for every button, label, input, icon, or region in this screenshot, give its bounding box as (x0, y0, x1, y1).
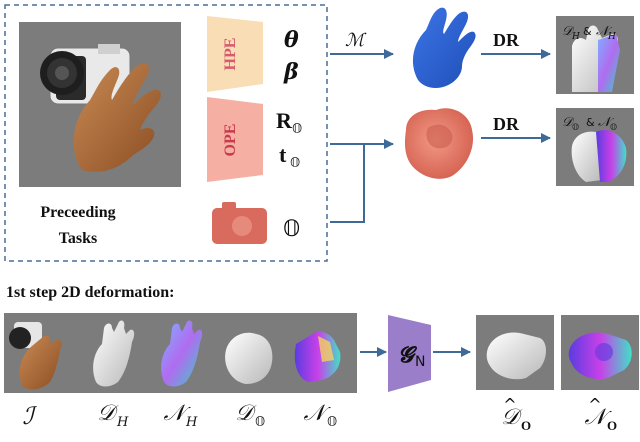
strip-label-0: ℐ (22, 402, 37, 430)
svg-text:𝕆: 𝕆 (610, 123, 617, 133)
object-mesh-thumbnail (212, 202, 267, 244)
svg-text:𝕆: 𝕆 (327, 415, 337, 430)
object-symbol: 𝕆 (283, 217, 300, 242)
translation-param: t 𝕆 (279, 142, 300, 171)
theta-param: θ (284, 27, 299, 53)
strip-label-2: 𝒩 H (163, 401, 198, 430)
object-branch-line (330, 144, 364, 222)
svg-text:H: H (607, 32, 616, 42)
svg-text:𝒟: 𝒟 (235, 401, 257, 426)
output-object-depth (476, 315, 554, 390)
svg-text:𝕆: 𝕆 (572, 123, 579, 133)
ope-encoder: OPE (207, 97, 263, 182)
svg-text:&: & (583, 25, 592, 38)
svg-text:H: H (185, 415, 198, 430)
hpe-encoder: HPE (207, 16, 263, 92)
step-title: 1st step 2D deformation: (6, 284, 174, 301)
generator-network: 𝓖 N (388, 315, 431, 392)
svg-text:N: N (415, 354, 425, 370)
output-object-normal (561, 315, 639, 390)
rotation-param: R 𝕆 (276, 108, 302, 137)
svg-text:𝒟: 𝒟 (501, 405, 523, 430)
input-image-large (19, 22, 181, 187)
svg-text:R: R (276, 108, 293, 133)
output-label-depth: ^ 𝒟 O (501, 395, 531, 433)
dr-label-object: DR (493, 114, 520, 134)
svg-text:ℐ: ℐ (22, 402, 37, 430)
svg-text:H: H (571, 32, 580, 42)
beta-param: β (283, 59, 299, 85)
svg-text:t: t (279, 142, 287, 167)
output-label-normal: ^ 𝒩 O (584, 395, 617, 433)
svg-text:O: O (607, 418, 617, 433)
svg-text:O: O (521, 418, 531, 433)
object-mesh (405, 108, 473, 179)
svg-text:&: & (586, 116, 595, 129)
hand-mesh (413, 8, 476, 88)
input-strip (4, 313, 357, 393)
mano-label: ℳ (345, 30, 367, 51)
strip-label-1: 𝒟 H (97, 401, 129, 430)
dr-label-hand: DR (493, 30, 520, 50)
svg-text:𝕆: 𝕆 (292, 122, 302, 137)
object-render-output: 𝒟 𝕆 & 𝒩 𝕆 (556, 108, 634, 186)
hand-render-output: 𝒟 H & 𝒩 H (556, 16, 634, 94)
svg-text:𝒟: 𝒟 (97, 401, 119, 426)
svg-text:H: H (116, 415, 129, 430)
hpe-label: HPE (222, 38, 239, 71)
svg-text:𝕆: 𝕆 (290, 156, 300, 171)
svg-text:𝕆: 𝕆 (255, 415, 265, 430)
strip-label-4: 𝒩 𝕆 (303, 401, 337, 430)
ope-label: OPE (222, 124, 239, 157)
strip-label-3: 𝒟 𝕆 (235, 401, 265, 430)
preceding-tasks-line2: Tasks (59, 230, 98, 247)
preceding-tasks-line1: Preceeding (40, 204, 115, 221)
